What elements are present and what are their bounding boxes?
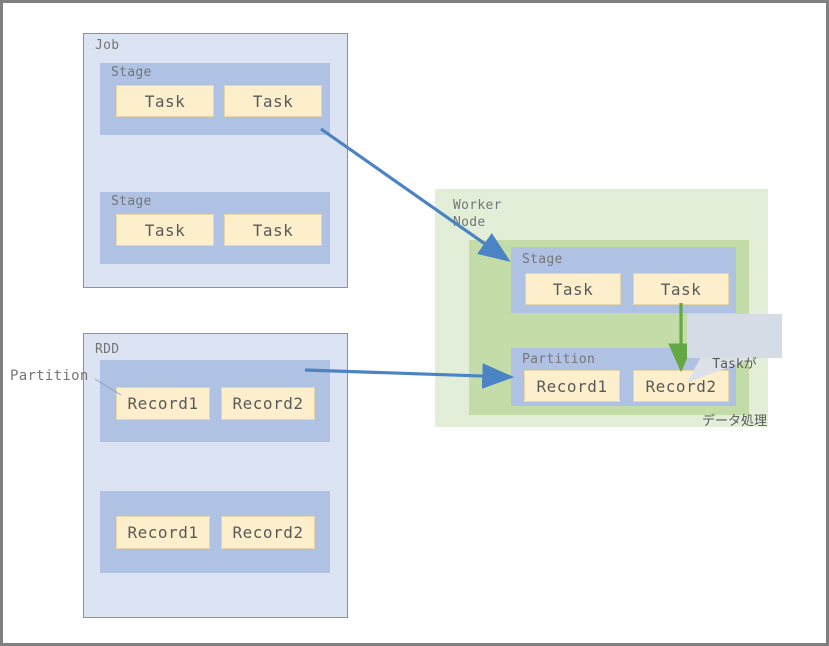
worker-partition-caption: Partition [522,352,596,367]
job-stage-1-caption: Stage [111,65,152,80]
job-stage-2-caption: Stage [111,194,152,209]
job-stage-1-task-1: Task [116,85,214,117]
worker-stage-task-2: Task [633,273,729,305]
worker-partition-record-1: Record1 [524,370,620,402]
rdd-partition-1-record-1: Record1 [116,387,210,420]
worker-node-caption-line2: Node [453,215,486,230]
job-stage-2-task-1: Task [116,214,214,246]
job-stage-1-task-2: Task [224,85,322,117]
callout-bubble: Taskが データ処理 [687,314,782,429]
callout-line-1: Taskが [712,357,757,372]
worker-stage-task-1: Task [525,273,621,305]
job-caption: Job [95,38,120,53]
worker-stage-caption: Stage [522,252,563,267]
job-stage-2-task-2: Task [224,214,322,246]
callout-line-2: データ処理 [701,414,767,429]
rdd-partition-2-record-1: Record1 [116,516,210,549]
rdd-partition-2-record-2: Record2 [221,516,315,549]
rdd-caption: RDD [95,342,120,357]
partition-external-label: Partition [10,368,89,384]
rdd-partition-1-record-2: Record2 [221,387,315,420]
worker-node-caption-line1: Worker [453,198,502,213]
